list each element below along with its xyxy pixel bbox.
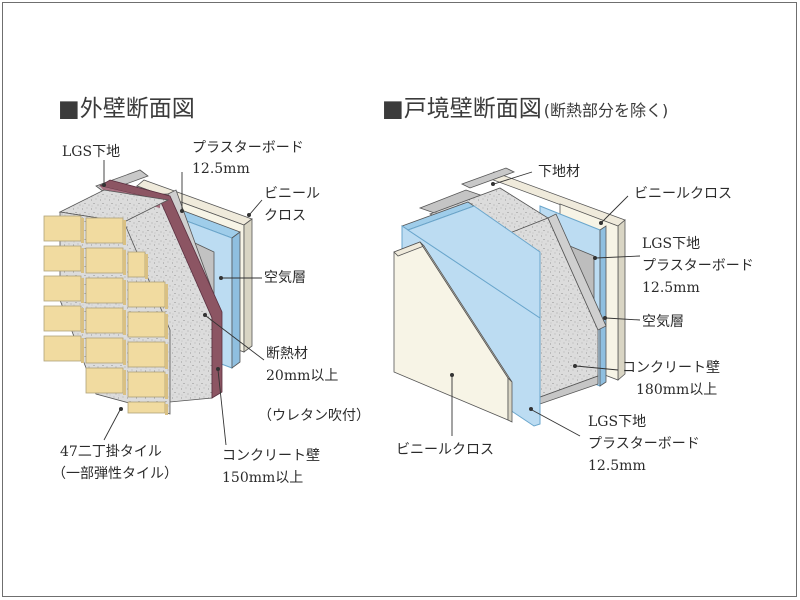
party-label-plasterboard-left: プラスターボード [588,436,700,452]
exterior-label-concrete-thickness: 150mm以上 [222,470,303,486]
exterior-leaders [102,160,265,446]
exterior-label-insulation: 断熱材 [266,346,308,362]
exterior-label-insulation-thickness: 20mm以上 [266,368,338,384]
tile-side [165,314,168,339]
tile-side [123,280,126,305]
party-label-vinyl-left: ビニールクロス [396,442,494,458]
tile [85,307,124,334]
tile-side [123,340,126,365]
tile [43,335,82,362]
party-title-main: ■戸境壁断面図 [382,96,542,122]
exterior-label-plasterboard-thickness: 12.5mm [192,161,250,177]
exterior-label-air-gap: 空気層 [264,270,306,286]
tile-side [165,284,168,309]
tile-side [81,218,84,243]
tile [43,275,82,302]
tile-side [123,220,126,245]
party-title: ■戸境壁断面図(断熱部分を除く) [382,96,668,122]
exterior-label-plasterboard: プラスターボード [192,140,304,156]
tile-side [145,254,148,279]
party-leaders [450,171,641,437]
party-title-note: (断熱部分を除く) [544,101,669,120]
exterior-label-insulation-note: （ウレタン吹付） [258,408,370,424]
party-label-air-gap: 空気層 [642,314,684,330]
party-label-thickness-right: 12.5mm [642,280,700,296]
exterior-label-cloth: クロス [264,208,306,224]
party-label-concrete: コンクリート壁 [622,360,720,376]
tile-side [165,374,168,399]
party-label-plasterboard-right: プラスターボード [642,258,754,274]
tile [127,371,166,398]
tile [85,367,124,394]
tile-side [81,278,84,303]
tile [127,401,166,414]
party-label-vinyl-right: ビニールクロス [634,186,732,202]
tile [127,281,166,308]
exterior-label-tile: 47二丁掛タイル [60,444,162,460]
party-label-concrete-thickness: 180mm以上 [636,382,717,398]
tile-side [165,404,168,415]
tile [127,251,146,278]
tile [127,341,166,368]
tile-side [81,338,84,363]
party-label-base: 下地材 [538,164,580,180]
tile-side [81,248,84,273]
exterior-label-lgs: LGS下地 [62,144,120,160]
tile [43,215,82,242]
exterior-tile-face [43,215,168,415]
party-vinyl-cloth-left [393,241,513,423]
tile [85,337,124,364]
tile [127,311,166,338]
exterior-wall-diagram [43,169,253,415]
exterior-title: ■外壁断面図 [58,96,195,122]
tile-side [165,344,168,369]
party-label-lgs-right: LGS下地 [642,236,700,252]
party-label-thickness-left: 12.5mm [588,458,646,474]
tile-side [123,250,126,275]
exterior-label-vinyl: ビニール [264,186,320,202]
tile-side [123,370,126,395]
tile [43,245,82,272]
exterior-label-concrete: コンクリート壁 [222,448,320,464]
tile [85,277,124,304]
tile [85,247,124,274]
party-label-lgs-left: LGS下地 [588,414,646,430]
party-wall-diagram [393,167,626,427]
tile [43,305,82,332]
exterior-label-tile-note: （一部弾性タイル） [52,466,178,482]
tile-side [81,308,84,333]
tile-side [123,310,126,335]
tile [85,217,124,244]
